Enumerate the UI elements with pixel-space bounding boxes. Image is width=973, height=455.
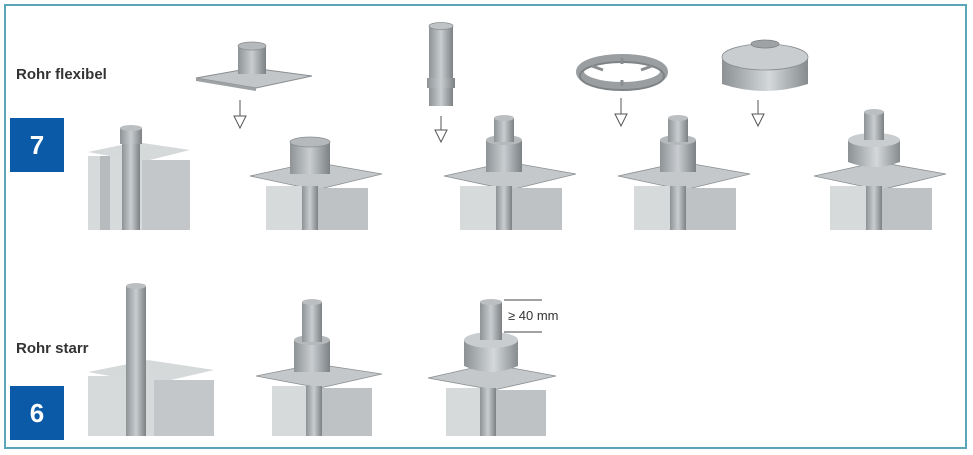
assembly-flexible-step-2 — [249, 136, 383, 230]
assembly-flexible-step-4 — [617, 115, 751, 230]
assembly-flexible-step-1 — [88, 125, 190, 230]
dimension-lines — [504, 299, 542, 333]
spacer-ring-part — [576, 54, 668, 91]
assembly-flexible-step-3 — [443, 115, 577, 230]
base-plate-with-collar-part — [195, 41, 313, 91]
assembly-rigid-step-2 — [255, 299, 383, 436]
arrow-down-icon — [614, 98, 628, 128]
row-title-flexible: Rohr flexibel — [16, 66, 107, 83]
dimension-label: ≥ 40 mm — [508, 308, 559, 323]
badge-rigid: 6 — [10, 386, 64, 440]
assembly-rigid-step-3 — [427, 299, 557, 436]
pipe-adapter-part — [427, 22, 455, 106]
assembly-rigid-step-1 — [88, 283, 214, 436]
badge-flexible: 7 — [10, 118, 64, 172]
arrow-down-icon — [233, 100, 247, 130]
cover-cap-part — [721, 39, 809, 91]
arrow-down-icon — [751, 100, 765, 128]
assembly-flexible-step-5 — [813, 109, 947, 230]
row-title-rigid: Rohr starr — [16, 340, 89, 357]
arrow-down-icon — [434, 116, 448, 144]
